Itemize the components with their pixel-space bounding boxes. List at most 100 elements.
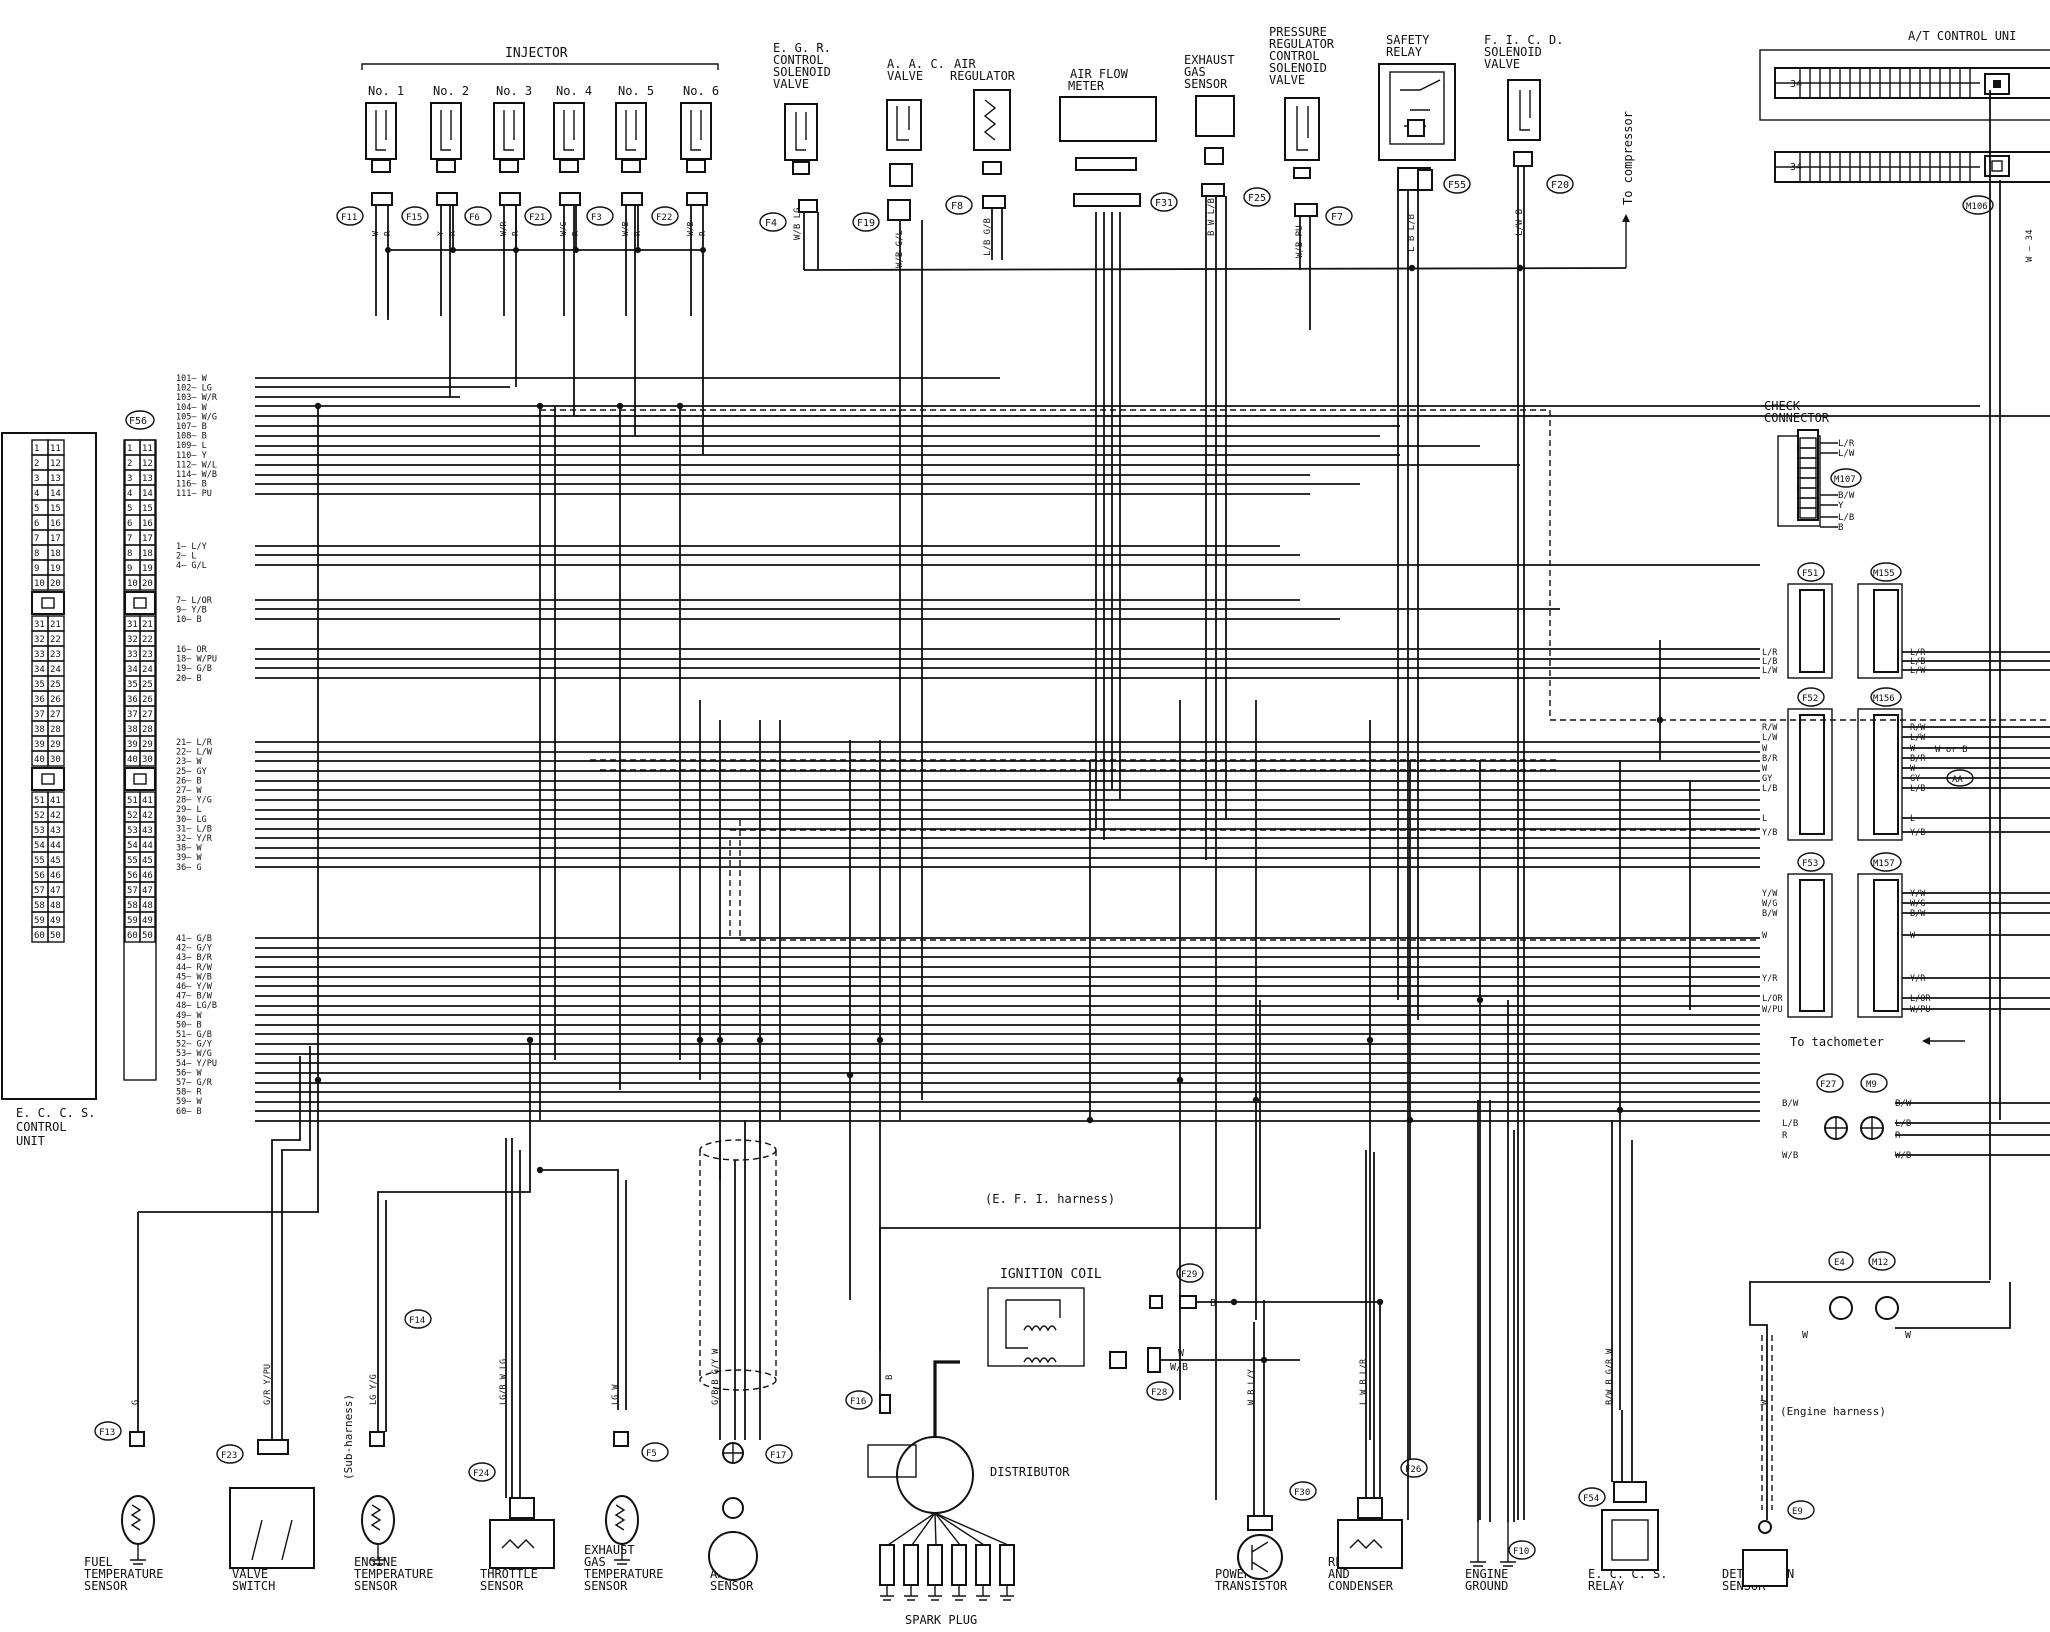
crank-label: SENSOR <box>710 1579 754 1593</box>
spark-plug <box>951 1544 967 1586</box>
cg-wire-left: L <box>1762 814 1767 824</box>
cg-wire-left: Y/R <box>1762 974 1778 984</box>
cg-wire-left: Y/W <box>1762 889 1778 899</box>
eccs_relay-label: RELAY <box>1588 1579 1625 1593</box>
cg-right-tag <box>1870 852 1902 872</box>
ecu-pin-label: 16— OR <box>176 645 208 655</box>
ground-icon <box>1000 1585 1014 1601</box>
egr-wires: W/B LG <box>793 207 803 240</box>
f27-wire-left: L/B <box>1782 1119 1798 1129</box>
junction-dot <box>1406 1116 1414 1124</box>
ground-icon <box>370 1544 386 1565</box>
f27-wire-left: W/B <box>1782 1151 1798 1161</box>
injector-coil <box>690 110 702 151</box>
at-pin-34-b: 34 <box>1790 162 1802 173</box>
ecu-grid-cell-label: 48 <box>142 901 153 911</box>
ecu-grid-cell-label: 9 <box>127 564 132 574</box>
ecu-pin-label: 110— Y <box>176 451 207 461</box>
e4-wire-left: W <box>1802 1330 1809 1341</box>
ecu-grid-cell-label: 51 <box>127 796 138 806</box>
exh_temp-label: GAS <box>584 1555 606 1569</box>
cg-wire-right: L/B <box>1910 784 1925 794</box>
safety-wires: L B L/B <box>1407 214 1417 252</box>
ecu-pin-label: 48— LG/B <box>176 1001 217 1011</box>
injector-conn-tag <box>586 206 614 226</box>
f16-wire: B <box>885 1375 895 1380</box>
ecu-grid-cell-label: 2 <box>127 459 132 469</box>
ecu-grid-cell <box>47 750 65 767</box>
spark-plug <box>927 1544 943 1586</box>
cg-left-shell <box>1787 583 1833 679</box>
spark-plug-label: SPARK PLUG <box>905 1613 977 1627</box>
wire-segment <box>1749 1281 1990 1520</box>
f27-wire-right: R <box>1895 1131 1901 1141</box>
component-conn-label: F14 <box>409 1316 425 1326</box>
component-conn-tag <box>1289 1481 1317 1501</box>
ecu-grid-cell-label: 1 <box>34 444 39 454</box>
ecu-pin-label: 58— R <box>176 1088 202 1098</box>
ecu-grid-cell-label: 2 <box>34 459 39 469</box>
cg-wire-right: Y/R <box>1910 974 1926 984</box>
ground-icon <box>1470 1522 1486 1567</box>
e4-label: E4 <box>1834 1258 1845 1268</box>
ecu-grid-cell-label: 16 <box>50 519 61 529</box>
ecu-grid-cell-label: 58 <box>127 901 138 911</box>
ecu-pin-label: 38— W <box>176 844 202 854</box>
f27-wire-left: R <box>1782 1131 1788 1141</box>
at-cell-line <box>1775 82 1980 168</box>
ecu-grid-cell-label: 28 <box>50 725 61 735</box>
prcs-line-4: SOLENOID <box>1269 61 1327 75</box>
ecu-grid-cell-label: 42 <box>142 811 153 821</box>
component-conn-label: F10 <box>1513 1547 1529 1557</box>
ecu-label-line-2: CONTROL <box>16 1120 67 1134</box>
f27-wire-right: L/B <box>1895 1119 1911 1129</box>
junction-dot <box>1408 264 1416 272</box>
injector-conn-label: F21 <box>529 213 545 223</box>
cg-wire-right: GY <box>1910 774 1920 784</box>
ecu-grid-cell-label: 34 <box>34 665 45 675</box>
ecu-grid-cell <box>139 750 156 767</box>
ecu-grid-gap <box>124 767 156 791</box>
ground-icon <box>880 1585 894 1601</box>
ecu-grid-cell-label: 60 <box>34 931 45 941</box>
ecu-grid-cell-label: 47 <box>50 886 61 896</box>
ecu-grid-cell-label: 17 <box>50 534 61 544</box>
ground-icon <box>130 1544 146 1565</box>
ecu-grid-cell-label: 13 <box>50 474 61 484</box>
eng_temp-wire-label: LG Y/G <box>369 1374 379 1405</box>
ecu-grid-gap <box>31 591 65 615</box>
injector-name: No. 3 <box>496 84 532 98</box>
plug-lead <box>934 1512 937 1546</box>
injector-name: No. 6 <box>683 84 719 98</box>
injector-conn-tag <box>524 206 552 226</box>
throttle-sw: THROTTLEVALVESWITCHF23G/R Y/PU <box>216 1364 315 1593</box>
airreg-line-2: REGULATOR <box>950 69 1016 83</box>
ecu-pin-label: 54— Y/PU <box>176 1059 217 1069</box>
component-conn-tag <box>216 1444 244 1464</box>
ecu-grid-cell-label: 21 <box>50 620 61 630</box>
component-conn-tag <box>641 1442 669 1462</box>
sub-harness-label: (Sub-harness) <box>342 1394 355 1480</box>
f29-wire: B <box>1210 1298 1216 1309</box>
ecu-grid-cell-label: 15 <box>50 504 61 514</box>
cg-wire-right: W <box>1910 744 1916 754</box>
switch-contact-icon <box>251 1519 293 1561</box>
exh-line-2: GAS <box>1184 65 1206 79</box>
check-wire-label: L/B <box>1838 513 1854 523</box>
fuel_temp-label: TEMPERATURE <box>84 1567 163 1581</box>
ecu-pin-label: 56— W <box>176 1068 202 1078</box>
air-flow-meter: AIR FLOW METER F31 <box>1059 67 1178 212</box>
ecu-grid-cell-label: 58 <box>34 901 45 911</box>
ecu-pin-label: 26— B <box>176 776 202 786</box>
ficd-conn: F20 <box>1551 180 1569 191</box>
resistor-label: CONDENSER <box>1328 1579 1394 1593</box>
cg-wire-right: L/B <box>1910 657 1925 667</box>
ecu-pin-label: 42— G/Y <box>176 944 212 954</box>
ecu-pin-label: 60— B <box>176 1107 202 1117</box>
resistor-icon <box>370 1504 382 1531</box>
resistor-wire-label: L W B L/R <box>1359 1358 1369 1405</box>
